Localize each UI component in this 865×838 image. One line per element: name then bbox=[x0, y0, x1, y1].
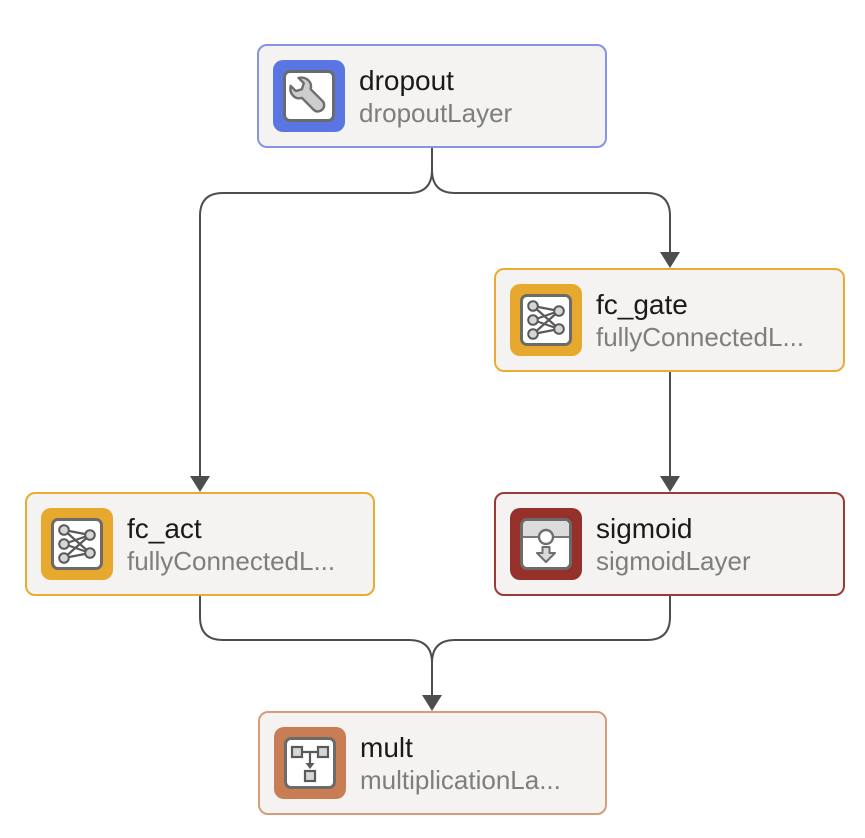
node-title: dropout bbox=[359, 64, 454, 96]
node-labels: sigmoid sigmoidLayer bbox=[596, 512, 751, 577]
layer-node-fc_gate[interactable]: fc_gate fullyConnectedL... bbox=[494, 268, 845, 372]
arrowhead-fc_act bbox=[190, 476, 210, 492]
edge-dropout-to-fc_gate[interactable] bbox=[431, 148, 671, 254]
edge-dropout-to-fc_act[interactable] bbox=[199, 148, 433, 478]
multiplication-layer-icon bbox=[274, 727, 346, 799]
node-subtitle: fullyConnectedL... bbox=[127, 545, 336, 576]
sigmoid-layer-icon bbox=[510, 508, 582, 580]
layer-node-dropout[interactable]: dropout dropoutLayer bbox=[257, 44, 607, 148]
node-subtitle: sigmoidLayer bbox=[596, 545, 751, 576]
layer-node-mult[interactable]: mult multiplicationLa... bbox=[258, 711, 607, 815]
arrowhead-mult bbox=[422, 695, 442, 711]
multiplication-icon bbox=[284, 737, 336, 789]
node-title: sigmoid bbox=[596, 512, 693, 544]
fully-connected-icon bbox=[51, 518, 103, 570]
node-labels: fc_gate fullyConnectedL... bbox=[596, 288, 804, 353]
dropout-layer-icon bbox=[273, 60, 345, 132]
layer-node-fc_act[interactable]: fc_act fullyConnectedL... bbox=[25, 492, 375, 596]
node-subtitle: fullyConnectedL... bbox=[596, 321, 805, 352]
node-title: fc_act bbox=[127, 512, 202, 544]
fully-connected-layer-icon bbox=[510, 284, 582, 356]
fully-connected-icon bbox=[520, 294, 572, 346]
node-title: mult bbox=[360, 731, 413, 763]
sigmoid-icon bbox=[520, 518, 572, 570]
edge-sigmoid-to-mult[interactable] bbox=[431, 596, 671, 697]
node-subtitle: dropoutLayer bbox=[359, 97, 513, 128]
wrench-icon bbox=[283, 70, 335, 122]
layer-node-sigmoid[interactable]: sigmoid sigmoidLayer bbox=[494, 492, 845, 596]
node-labels: mult multiplicationLa... bbox=[360, 731, 561, 796]
arrowhead-fc_gate bbox=[660, 252, 680, 268]
fully-connected-layer-icon bbox=[41, 508, 113, 580]
arrowhead-sigmoid bbox=[660, 476, 680, 492]
node-labels: dropout dropoutLayer bbox=[359, 64, 512, 129]
node-labels: fc_act fullyConnectedL... bbox=[127, 512, 335, 577]
node-subtitle: multiplicationLa... bbox=[360, 764, 561, 795]
node-title: fc_gate bbox=[596, 288, 688, 320]
edge-fc_act-to-mult[interactable] bbox=[199, 596, 433, 697]
